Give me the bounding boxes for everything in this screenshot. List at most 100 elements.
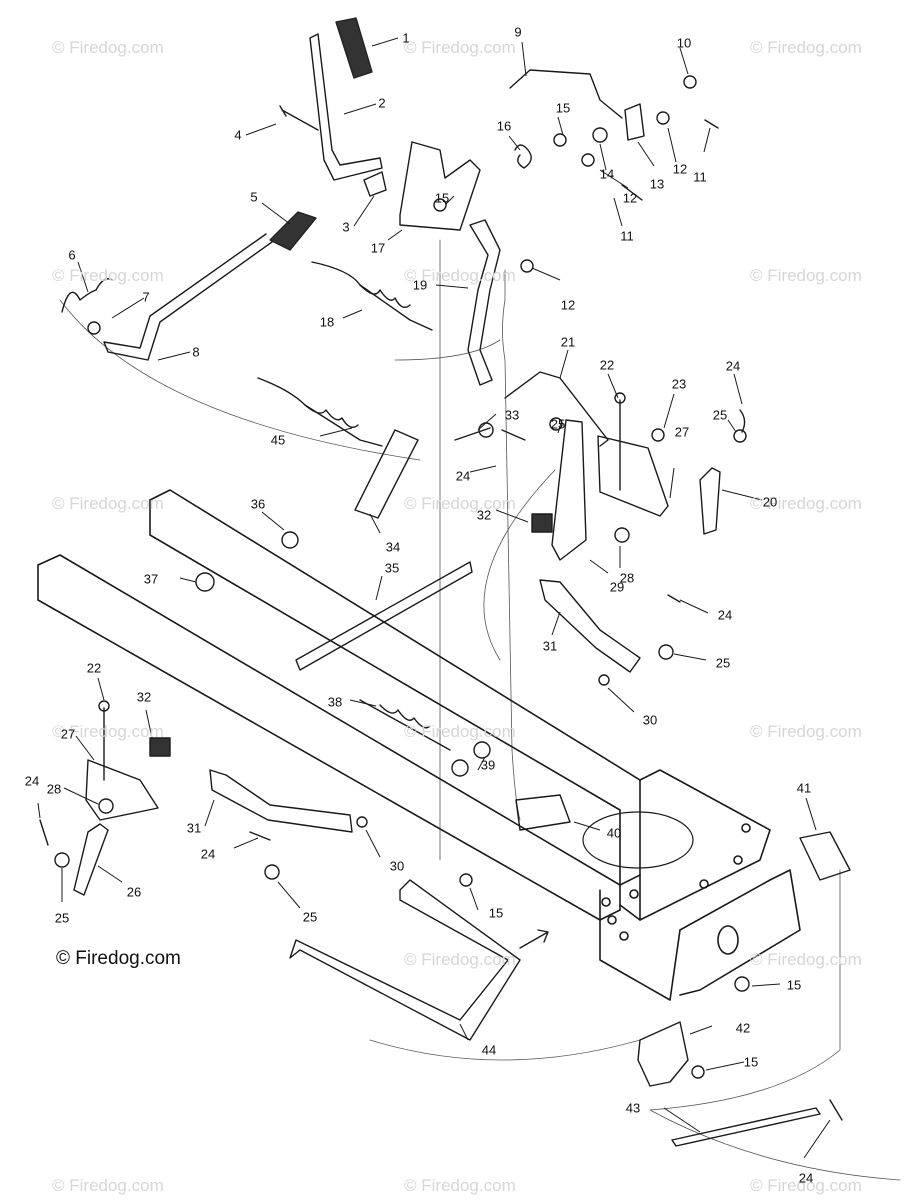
lift-arm-31a [539,579,641,673]
callout-label: 45 [270,432,286,448]
callout-label: 18 [319,314,335,330]
callout-label: 22 [599,357,615,373]
callout-label: 26 [126,884,142,900]
watermark: © Firedog.com [52,266,164,285]
watermark: © Firedog.com [404,722,516,741]
copyright-label: © Firedog.com [56,948,181,969]
callout-label: 29 [609,579,625,595]
speed-grip [269,211,317,251]
callout-label: 41 [796,780,812,796]
callout-label: 15 [743,1054,759,1070]
callout-label: 3 [342,219,350,235]
callout-label: 44 [481,1042,497,1058]
bolt-4 [279,105,319,131]
callout-label: 22 [86,660,102,676]
speed-lever [103,233,273,361]
callout-label: 37 [143,571,159,587]
watermark: © Firedog.com [404,1176,516,1195]
arm-29 [551,419,587,561]
main-frame [37,489,801,1001]
watermark: © Firedog.com [750,38,862,57]
callout-label: 24 [200,846,216,862]
callout-label: 12 [672,161,688,177]
callout-label: 9 [514,24,522,40]
link-20 [699,467,721,535]
watermark: © Firedog.com [52,1176,164,1195]
watermark: © Firedog.com [404,38,516,57]
link-26 [73,823,109,896]
callout-label: 2 [378,95,386,111]
callout-label: 11 [620,228,634,244]
watermark: © Firedog.com [52,38,164,57]
callout-label: 24 [455,468,471,484]
pedal-rod [467,219,501,386]
callout-label: 40 [606,825,622,841]
callout-label: 36 [250,496,266,512]
watermark: © Firedog.com [404,494,516,513]
callout-label: 38 [327,694,343,710]
callout-label: 33 [504,407,520,423]
bracket-27-left [85,759,159,821]
callout-label: 25 [712,407,728,423]
callout-label: 24 [717,607,733,623]
callout-label: 7 [142,289,150,305]
callout-label: 34 [385,539,401,555]
callout-label: 14 [599,166,615,182]
callout-label: 43 [625,1100,641,1116]
callout-label: 24 [798,1170,814,1186]
callout-label: 25 [54,910,70,926]
callout-label: 20 [762,494,778,510]
callout-label: 32 [476,507,492,523]
callout-label: 1 [402,30,410,46]
bracket-17 [399,141,481,231]
callout-label: 17 [370,240,386,256]
callout-label: 11 [693,169,707,185]
callout-label: 39 [480,757,496,773]
callout-label: 23 [671,376,687,392]
rod-21 [504,371,609,447]
callout-label: 5 [250,189,258,205]
callout-label: 15 [786,977,802,993]
watermark: © Firedog.com [404,950,516,969]
callout-label: 4 [234,127,242,143]
callout-label: 27 [674,424,690,440]
watermark: © Firedog.com [52,722,164,741]
watermark: © Firedog.com [404,266,516,285]
callout-label: 27 [60,726,76,742]
callout-label: 42 [735,1020,751,1036]
callout-label: 24 [725,358,741,374]
spring-38 [359,699,451,751]
draft-bar-44 [289,879,521,1041]
link-13 [624,103,645,141]
callout-label: 10 [676,35,692,51]
watermark: © Firedog.com [750,494,862,513]
callout-label: 12 [622,190,638,206]
callout-label: 19 [412,277,428,293]
callout-label: 25 [302,909,318,925]
brake-lever [309,33,383,181]
callout-label: 15 [555,100,571,116]
callout-label: 28 [46,781,62,797]
callout-label: 30 [642,712,658,728]
spring-16 [514,144,532,169]
leader-lines [37,37,831,1159]
callout-label: 15 [488,905,504,921]
callout-label: 21 [560,334,576,350]
watermark: © Firedog.com [750,950,862,969]
callout-label: 6 [68,247,76,263]
lift-rod [509,69,623,119]
callout-label: 8 [192,344,200,360]
callout-label: 32 [136,689,152,705]
watermark: © Firedog.com [750,722,862,741]
callout-label: 13 [649,176,665,192]
direction-arrow [519,929,549,949]
torsion-spring [61,278,113,313]
bushing-plate [363,171,387,197]
brake-grip [335,17,373,79]
watermark: © Firedog.com [52,494,164,513]
rod-43 [671,1107,821,1147]
watermark: © Firedog.com [750,266,862,285]
callout-label: 28 [619,570,635,586]
callout-label: 25 [715,655,731,671]
